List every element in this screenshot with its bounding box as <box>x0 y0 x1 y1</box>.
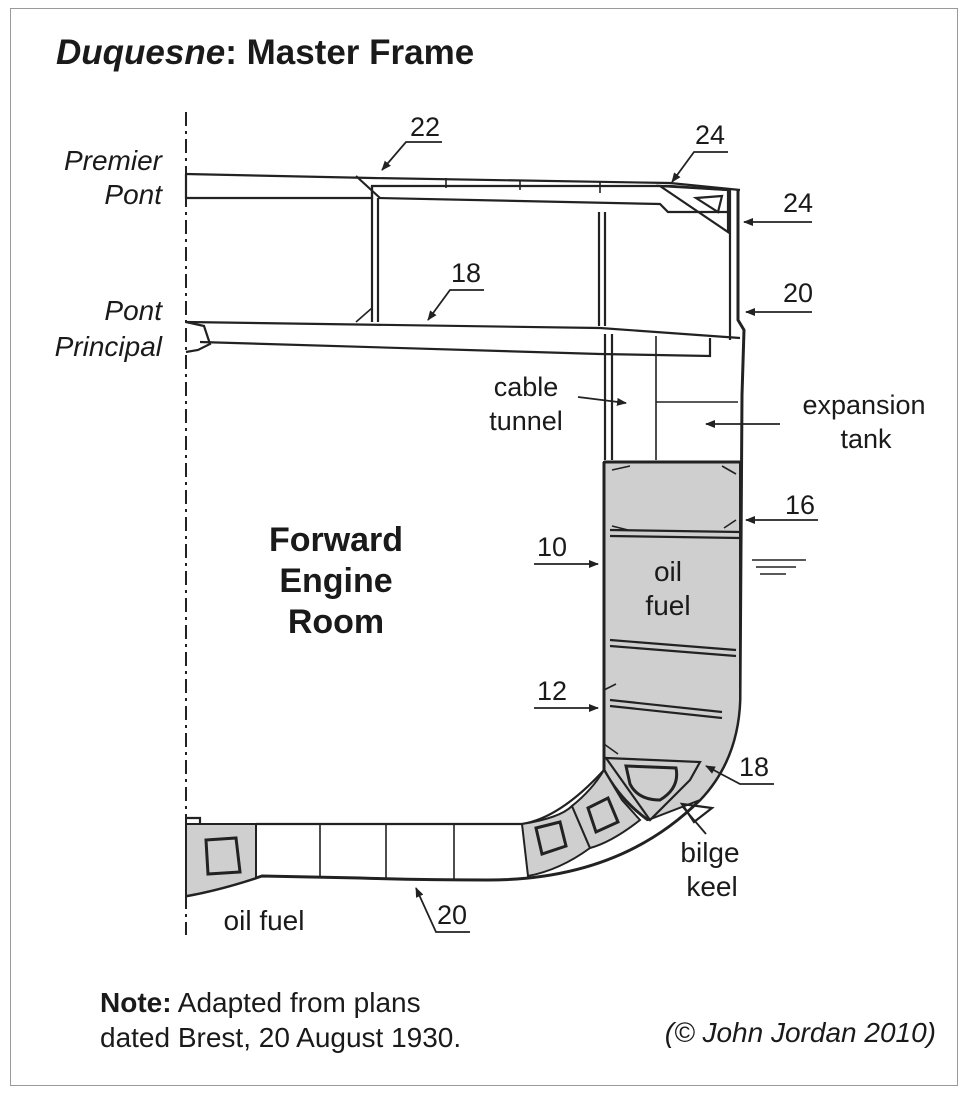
figure-border <box>10 8 958 1086</box>
note-line2: dated Brest, 20 August 1930. <box>100 1022 461 1053</box>
label-cable-tunnel-line2: tunnel <box>489 406 563 436</box>
callout-24-top: 24 <box>671 120 728 183</box>
label-oil-fuel-side-line1: oil <box>654 556 682 587</box>
thickness-20-bottom: 20 <box>437 900 467 930</box>
wing-oil-fuel-tanks <box>602 460 741 822</box>
thickness-16: 16 <box>785 490 815 520</box>
label-oil-fuel-bottom: oil fuel <box>224 905 305 936</box>
premier-pont-deck <box>184 172 741 235</box>
thickness-20-side: 20 <box>783 278 813 308</box>
thickness-18-deck: 18 <box>451 258 481 288</box>
callout-18-bilge: 18 <box>705 752 774 785</box>
cable-tunnel-box <box>603 334 738 460</box>
waterline-symbol <box>752 559 806 575</box>
callout-cable-tunnel <box>577 396 627 406</box>
figure-title: Duquesne: Master Frame <box>56 33 474 72</box>
callout-18-deck: 18 <box>427 258 484 321</box>
pont-principal-deck <box>185 320 741 358</box>
label-engine-room-line2: Engine <box>279 562 392 600</box>
pillars <box>355 186 607 326</box>
label-bilge-keel-line2: keel <box>686 871 737 902</box>
label-bilge-keel-line1: bilge <box>680 837 739 868</box>
callout-22: 22 <box>381 112 442 171</box>
label-cable-tunnel-line1: cable <box>494 372 559 402</box>
thickness-10: 10 <box>537 532 567 562</box>
label-premier-pont-line1: Premier <box>64 145 164 176</box>
copyright-credit: (© John Jordan 2010) <box>665 1017 936 1048</box>
thickness-18-bilge: 18 <box>739 752 769 782</box>
thickness-22: 22 <box>410 112 440 142</box>
callout-bilge-keel <box>681 805 707 835</box>
callout-16: 16 <box>745 490 818 524</box>
thickness-12: 12 <box>537 676 567 706</box>
callout-20-side: 20 <box>745 278 813 316</box>
callout-20-bottom: 20 <box>415 887 470 933</box>
label-premier-pont-line2: Pont <box>104 179 163 210</box>
label-expansion-tank-line2: tank <box>840 424 892 454</box>
label-engine-room-line3: Room <box>288 603 384 641</box>
thickness-24-side: 24 <box>783 188 813 218</box>
label-pont-principal-line2: Principal <box>55 331 163 362</box>
callout-24-side: 24 <box>743 188 813 226</box>
label-engine-room-line1: Forward <box>269 521 403 559</box>
callout-10: 10 <box>534 532 599 568</box>
double-bottom <box>185 768 642 898</box>
label-pont-principal-line1: Pont <box>104 295 163 326</box>
note-line1: Note: Adapted from plans <box>100 987 421 1018</box>
thickness-24-top: 24 <box>695 120 725 150</box>
callout-12: 12 <box>534 676 599 712</box>
label-expansion-tank-line1: expansion <box>802 390 925 420</box>
label-oil-fuel-side-line2: fuel <box>645 590 690 621</box>
